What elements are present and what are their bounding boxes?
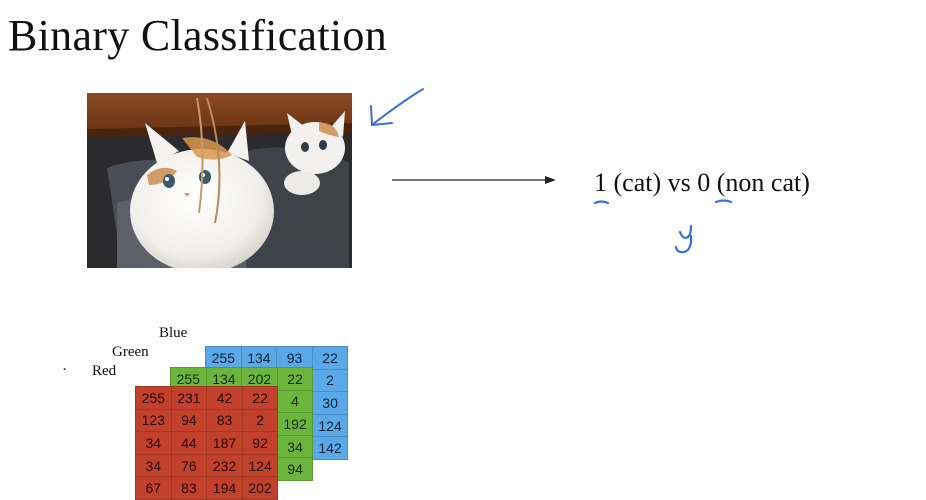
cat-illustration xyxy=(87,93,352,268)
label-noncat: (non cat) xyxy=(710,168,810,197)
blue-pixel-value: 2 xyxy=(311,368,349,393)
blue-pixel-value: 93 xyxy=(276,346,313,370)
red-pixel-value: 255 xyxy=(135,386,172,410)
channel-label-red: Red xyxy=(92,363,117,379)
handwritten-arrow-icon xyxy=(370,88,424,126)
red-pixel-value: 67 xyxy=(135,476,172,500)
red-pixel-value: 231 xyxy=(170,386,208,410)
red-pixel-value: 34 xyxy=(135,431,172,455)
green-pixel-value: 22 xyxy=(276,367,314,391)
blue-pixel-value: 30 xyxy=(311,391,349,415)
blue-pixel-value: 22 xyxy=(311,346,349,370)
red-pixel-value: 44 xyxy=(170,431,208,455)
red-pixel-value: 42 xyxy=(206,386,243,410)
channel-label-green: Green xyxy=(112,344,149,360)
blue-pixel-value: 255 xyxy=(205,346,242,370)
label-one: 1 xyxy=(594,168,607,197)
right-arrow-icon xyxy=(392,176,556,184)
red-pixel-value: 123 xyxy=(135,408,172,433)
blue-pixel-value: 124 xyxy=(311,413,349,438)
red-pixel-value: 92 xyxy=(241,431,279,455)
red-pixel-value: 83 xyxy=(206,408,243,433)
underline-0 xyxy=(714,199,733,204)
green-pixel-value: 94 xyxy=(276,457,314,481)
red-pixel-value: 2 xyxy=(241,408,279,433)
class-label-text: 1 (cat) vs 0 (non cat) xyxy=(594,166,810,200)
handwritten-y xyxy=(674,224,693,254)
slide-title: Binary Classification xyxy=(8,11,388,60)
stray-dot: · xyxy=(62,362,67,378)
green-pixel-value: 255 xyxy=(170,367,207,391)
underline-1 xyxy=(593,200,610,205)
red-pixel-value: 232 xyxy=(206,453,243,478)
blue-pixel-value: 142 xyxy=(311,436,349,460)
red-pixel-value: 94 xyxy=(170,408,208,433)
green-pixel-value: 192 xyxy=(276,412,314,436)
red-pixel-value: 76 xyxy=(170,453,208,478)
blue-pixel-value: 134 xyxy=(240,346,278,370)
label-zero: 0 xyxy=(697,168,711,197)
cat-photo xyxy=(87,93,352,268)
channel-label-blue: Blue xyxy=(159,325,188,341)
red-pixel-value: 22 xyxy=(241,386,279,410)
red-pixel-value: 83 xyxy=(170,476,208,500)
green-pixel-value: 4 xyxy=(276,389,314,414)
red-pixel-value: 187 xyxy=(206,431,243,455)
red-pixel-value: 124 xyxy=(241,453,279,478)
green-pixel-value: 34 xyxy=(276,434,314,459)
red-pixel-value: 202 xyxy=(241,476,279,500)
label-cat: (cat) vs xyxy=(607,168,698,197)
red-pixel-value: 34 xyxy=(135,453,172,478)
red-pixel-value: 194 xyxy=(206,476,243,500)
